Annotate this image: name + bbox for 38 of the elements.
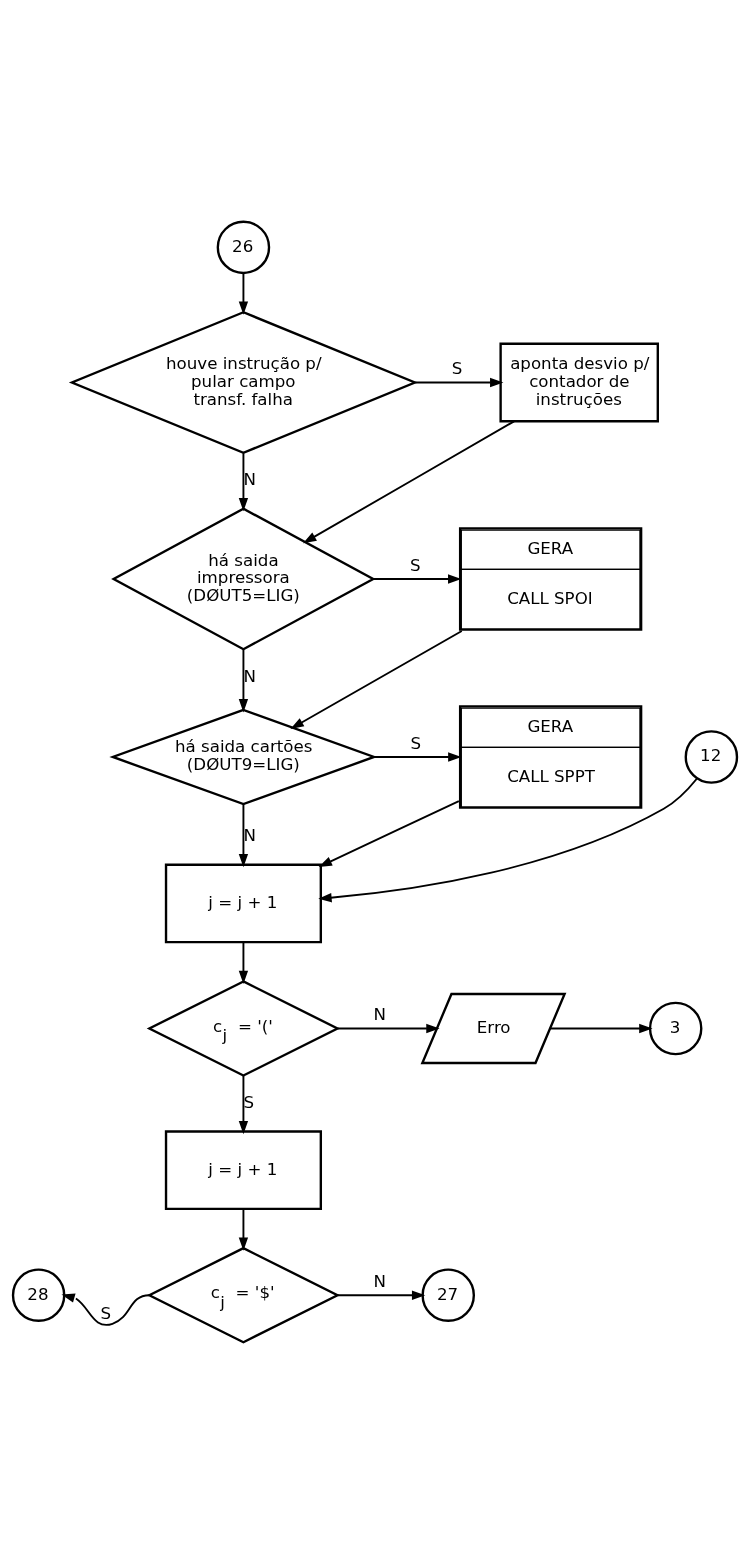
edge-label: S (243, 1092, 254, 1112)
node-circle: 27 (421, 1267, 475, 1322)
arrow (549, 1023, 653, 1033)
node-circle: 3 (648, 1001, 703, 1055)
edge-label: S (451, 358, 463, 378)
node-box: aponta desvio p/ contador de instruções (499, 342, 659, 422)
edge-label: N (373, 1271, 386, 1291)
edge-label: N (243, 469, 256, 489)
arrow (238, 648, 249, 712)
arrow (372, 573, 462, 584)
edge-label: S (100, 1303, 112, 1323)
arrow (303, 419, 516, 543)
arrow (238, 271, 249, 315)
edge-label: S (410, 555, 421, 575)
node-diamond: há saida impressora (DØUT5=LIG) (111, 506, 376, 651)
edge-label: N (373, 1004, 386, 1024)
arrow (318, 799, 460, 867)
arrow (238, 1074, 249, 1134)
arrow (238, 451, 249, 511)
node-circle: 26 (216, 220, 271, 274)
edge-label: N (243, 666, 256, 686)
arrow (238, 802, 249, 867)
arrow (336, 1023, 440, 1033)
node-circle: 28 (11, 1267, 66, 1322)
arrow (238, 1207, 249, 1251)
node-diamond: houve instrução p/ pular campo transf. falha (68, 310, 419, 454)
node-box: j = j + 1 (164, 1129, 322, 1210)
node-circle: 12 (684, 729, 739, 784)
arrow (318, 777, 698, 902)
arrow (290, 629, 463, 729)
arrow (238, 941, 249, 984)
arrow (373, 751, 462, 762)
edge-label: S (410, 733, 422, 753)
arrow (61, 1293, 151, 1326)
edge-label: N (243, 825, 256, 845)
arrow (414, 377, 504, 387)
arrow (336, 1290, 426, 1300)
node-box: j = j + 1 (164, 863, 322, 943)
